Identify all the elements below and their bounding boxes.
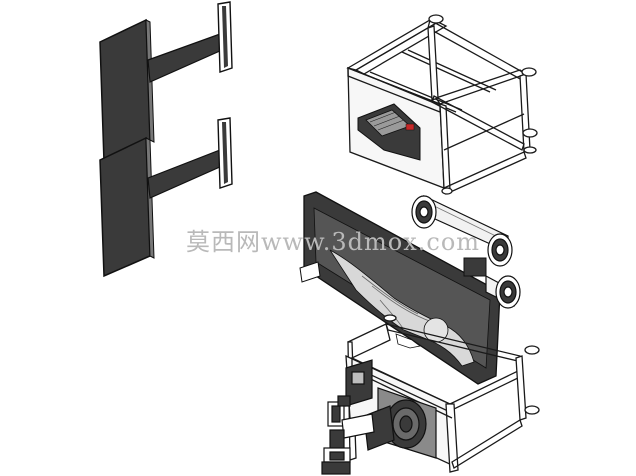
upper-wall-panel-bracket	[99, 1, 233, 164]
lower-wall-panel-bracket	[99, 117, 233, 278]
belt-pulley-assembly	[411, 195, 521, 309]
watermark-text: 莫西网www.3dmox.com	[186, 228, 481, 256]
upper-cube-frame	[346, 14, 538, 195]
swing-arm-mechanism	[321, 395, 375, 475]
control-panel	[357, 103, 421, 161]
